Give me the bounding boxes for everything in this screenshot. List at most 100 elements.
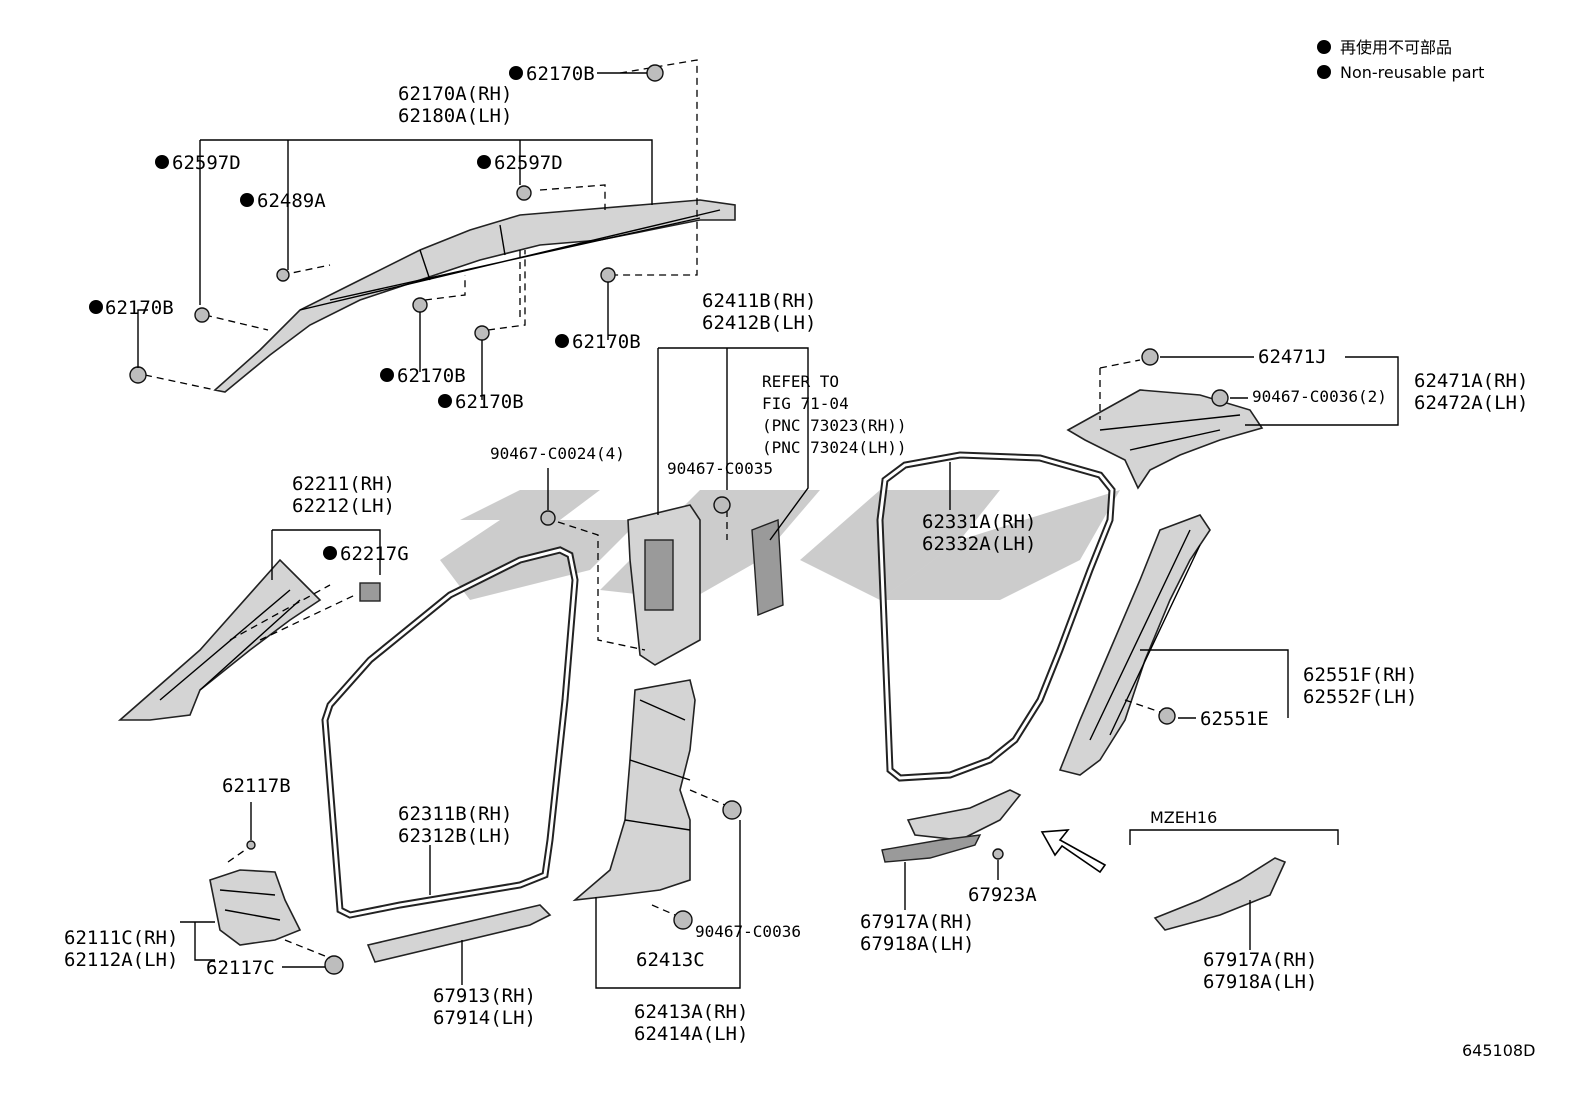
clip-icon — [1141, 348, 1159, 366]
clip-icon — [722, 800, 742, 820]
clip-icon — [992, 848, 1004, 860]
label-62552f-lh: 62552F(LH) — [1303, 686, 1417, 708]
variant-bracket — [1129, 829, 1339, 845]
label-62170b-right: 62170B — [572, 331, 641, 353]
non-reusable-dot-icon — [380, 368, 394, 382]
b-pillar-lower-assembly — [572, 679, 742, 989]
label-62170a-rh: 62170A(RH) — [398, 83, 512, 105]
cowl-side-trim — [209, 869, 302, 946]
clip-icon — [516, 185, 532, 201]
label-90467-c0024: 90467-C0024(4) — [490, 444, 625, 463]
b-pillar-slot — [644, 539, 674, 611]
label-62117c: 62117C — [206, 957, 275, 979]
b-pillar-lower-detail — [624, 699, 691, 831]
non-reusable-dot-icon — [438, 394, 452, 408]
label-67918a-lh: 67918A(LH) — [860, 933, 974, 955]
label-62412b-lh: 62412B(LH) — [702, 312, 816, 334]
rear-door-seal-assembly — [876, 451, 1116, 782]
label-62413c: 62413C — [636, 949, 705, 971]
label-67914-lh: 67914(LH) — [433, 1007, 536, 1029]
c-lower-detail — [1089, 529, 1201, 741]
c-upper-leader — [1160, 356, 1399, 426]
label-62170b-mid1: 62170B — [397, 365, 466, 387]
label-62332a-lh: 62332A(LH) — [922, 533, 1036, 555]
non-reusable-dot-icon — [89, 300, 103, 314]
refer-line4: (PNC 73024(LH)) — [762, 438, 907, 457]
cowl-clip-dash — [284, 939, 331, 959]
clip-leaders — [137, 72, 647, 400]
bolt-icon — [246, 840, 256, 850]
non-reusable-dot-icon — [477, 155, 491, 169]
legend-jp: 再使用不可部品 — [1340, 38, 1452, 57]
b-lower-dashes — [651, 789, 726, 916]
b-pillar-dashes — [557, 510, 728, 651]
non-reusable-dot-icon — [509, 66, 523, 80]
c-pillar-upper-assembly — [1066, 348, 1399, 490]
label-62180a-lh: 62180A(LH) — [398, 105, 512, 127]
curtain-airbag-assembly — [129, 59, 736, 400]
clip-icon — [1158, 707, 1176, 725]
label-62112a-lh: 62112A(LH) — [64, 949, 178, 971]
label-62111c-rh: 62111C(RH) — [64, 927, 178, 949]
a-pillar-leader — [271, 529, 381, 580]
b-pillar-leader — [657, 347, 809, 541]
bolt-dash — [227, 849, 246, 863]
label-62413a-rh: 62413A(RH) — [634, 1001, 748, 1023]
label-62170b-top: 62170B — [526, 63, 595, 85]
label-90467-c0035: 90467-C0035 — [667, 459, 773, 478]
label-62471a-rh: 62471A(RH) — [1414, 370, 1528, 392]
curtain-airbag — [213, 199, 736, 393]
label-67917a-rh: 67917A(RH) — [860, 911, 974, 933]
c-upper-detail — [1099, 414, 1241, 451]
cowl-leader — [180, 921, 325, 968]
label-62551f-rh: 62551F(RH) — [1303, 664, 1417, 686]
label-62311b-rh: 62311B(RH) — [398, 803, 512, 825]
clip-icon — [600, 267, 616, 283]
label-variant-67918a-lh: 67918A(LH) — [1203, 971, 1317, 993]
clip-icon — [474, 325, 490, 341]
clip-icon — [194, 307, 210, 323]
watermark-logo — [440, 490, 1120, 600]
airbag-detail-lines — [299, 209, 721, 311]
label-variant-67917a-rh: 67917A(RH) — [1203, 949, 1317, 971]
figure-id: 645108D — [1462, 1041, 1535, 1060]
label-62217g: 62217G — [340, 543, 409, 565]
non-reusable-dot-icon — [155, 155, 169, 169]
a-pillar-garnish — [117, 558, 322, 721]
refer-line2: FIG 71-04 — [762, 394, 849, 413]
label-62411b-rh: 62411B(RH) — [702, 290, 816, 312]
legend-dot-icon — [1317, 65, 1331, 79]
screw-icon — [540, 510, 556, 526]
label-62312b-lh: 62312B(LH) — [398, 825, 512, 847]
clip-icon — [324, 955, 344, 975]
c-pillar-lower-assembly — [1058, 514, 1289, 776]
screw-icon — [673, 910, 693, 930]
label-62170b-left: 62170B — [105, 297, 174, 319]
c-upper-dashes — [1099, 359, 1141, 420]
a-pillar-dashes — [229, 584, 356, 641]
legend-en: Non-reusable part — [1340, 63, 1484, 82]
screw-icon — [713, 496, 731, 514]
screw-icon — [1211, 389, 1229, 407]
b-pillar-lower-garnish — [572, 679, 696, 902]
clip-icon — [412, 297, 428, 313]
refer-line3: (PNC 73023(RH)) — [762, 416, 907, 435]
variant-group — [1129, 829, 1339, 950]
legend-dot-icon — [1317, 40, 1331, 54]
b-pillar-upper-assembly — [540, 347, 809, 666]
cowl-side-assembly — [180, 802, 344, 975]
seal-highlight — [323, 548, 577, 917]
rear-scuff-assembly — [881, 789, 1022, 910]
c-lower-leader — [1140, 649, 1289, 719]
front-door-seal-assembly — [321, 546, 579, 919]
label-62414a-lh: 62414A(LH) — [634, 1023, 748, 1045]
label-62489a: 62489A — [257, 190, 326, 212]
airbag-dashes — [144, 59, 698, 391]
c-lower-dash — [1124, 699, 1161, 713]
label-62117b: 62117B — [222, 775, 291, 797]
front-door-scuff-plate — [366, 904, 552, 963]
clip-icon — [276, 268, 290, 282]
direction-arrow-icon — [1040, 829, 1107, 874]
a-pillar-detail — [159, 589, 301, 701]
